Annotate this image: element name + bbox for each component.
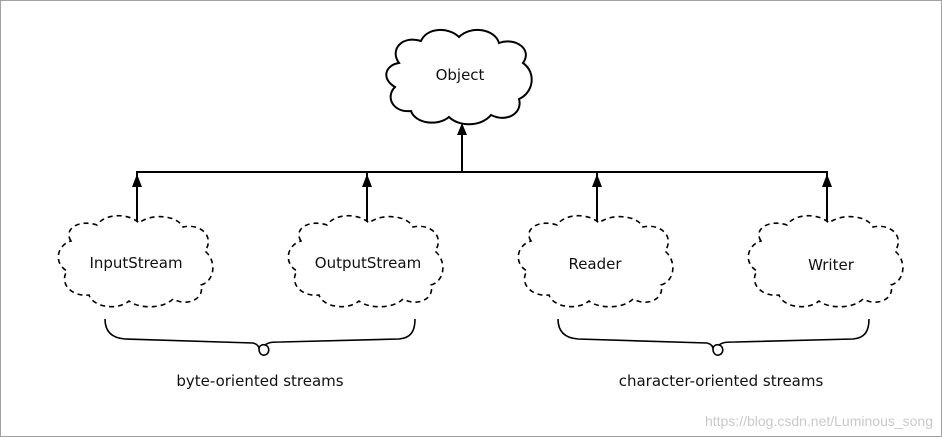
character-group-brace — [557, 318, 870, 356]
reader-cloud — [517, 214, 674, 308]
output-stream-label: OutputStream — [314, 254, 422, 272]
input-stream-label: InputStream — [89, 254, 183, 272]
output-stream-cloud — [287, 214, 444, 308]
object-label: Object — [435, 66, 485, 84]
input-stream-cloud — [57, 214, 214, 308]
object-arrowhead — [457, 123, 467, 135]
writer-cloud — [747, 214, 904, 308]
writer-label: Writer — [808, 256, 854, 274]
reader-arrowhead — [592, 174, 602, 187]
byte-group-brace — [104, 318, 416, 356]
watermark: https://blog.csdn.net/Luminous_song — [704, 413, 933, 429]
byte-oriented-caption: byte-oriented streams — [176, 372, 344, 390]
input-stream-arrowhead — [132, 174, 142, 187]
object-cloud — [385, 28, 533, 126]
writer-arrowhead — [822, 174, 832, 187]
reader-label: Reader — [568, 255, 622, 273]
character-oriented-caption: character-oriented streams — [618, 372, 824, 390]
output-stream-arrowhead — [362, 174, 372, 187]
